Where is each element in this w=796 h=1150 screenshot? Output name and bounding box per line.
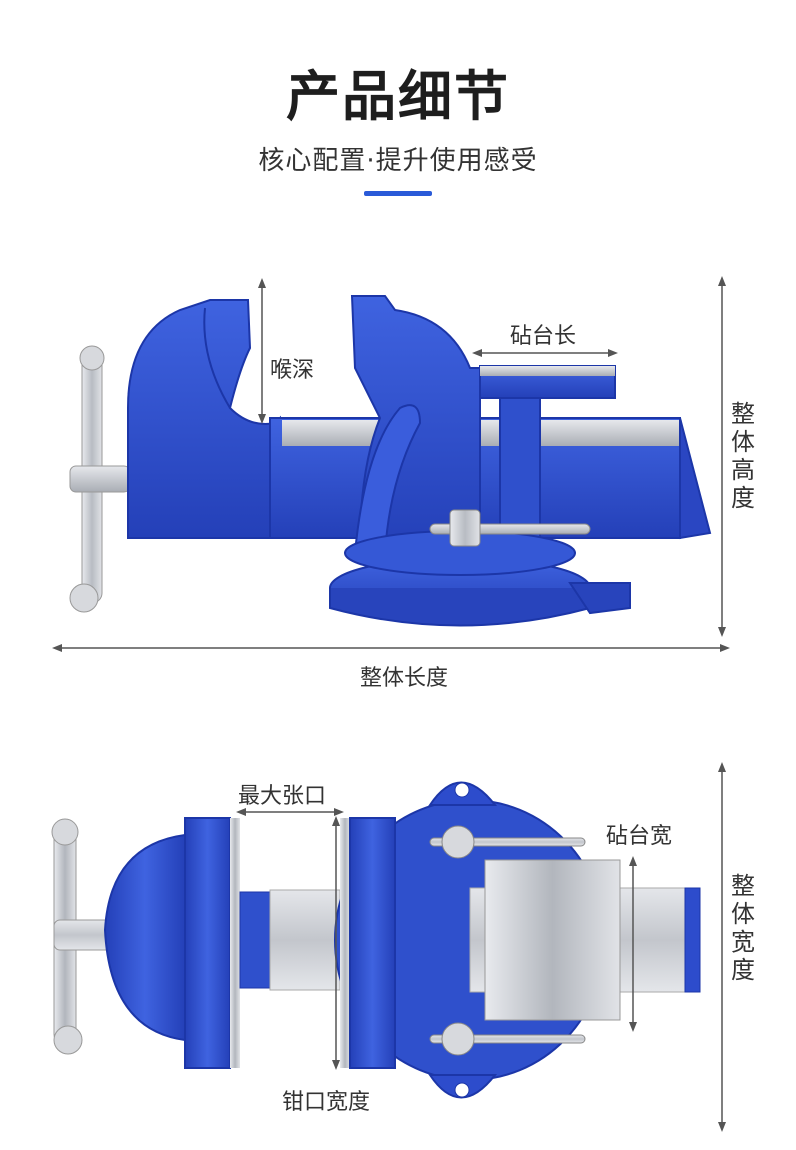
anvil-block xyxy=(484,859,621,1021)
throat-depth-label: 喉深 xyxy=(270,358,315,383)
arched-rib xyxy=(353,404,422,554)
page-title: 产品细节 xyxy=(286,65,510,128)
rear-jaw-body xyxy=(127,299,281,539)
anvil-length-label: 砧台长 xyxy=(510,324,577,349)
jaw-width-label: 钳口宽度 xyxy=(282,1090,371,1115)
top-view-panel: 最大张口 砧台宽 整体宽度 钳口宽度 xyxy=(0,750,796,1150)
overall-height-label: 整体高度 xyxy=(731,400,755,512)
anvil-width-label: 砧台宽 xyxy=(606,824,673,849)
overall-width-label: 整体宽度 xyxy=(731,872,755,984)
max-opening-label: 最大张口 xyxy=(238,784,327,809)
accent-divider xyxy=(364,191,432,196)
rear-jaw-top xyxy=(184,817,231,1069)
side-view-panel: 喉深 砧台长 整体高度 整体长度 xyxy=(0,248,796,708)
side-view-illustration xyxy=(52,276,730,652)
rear-dome xyxy=(103,833,186,1042)
page-subtitle: 核心配置·提升使用感受 xyxy=(258,146,538,176)
top-view-illustration xyxy=(51,762,726,1132)
overall-length-label: 整体长度 xyxy=(360,666,449,691)
front-jaw-top xyxy=(349,817,396,1069)
